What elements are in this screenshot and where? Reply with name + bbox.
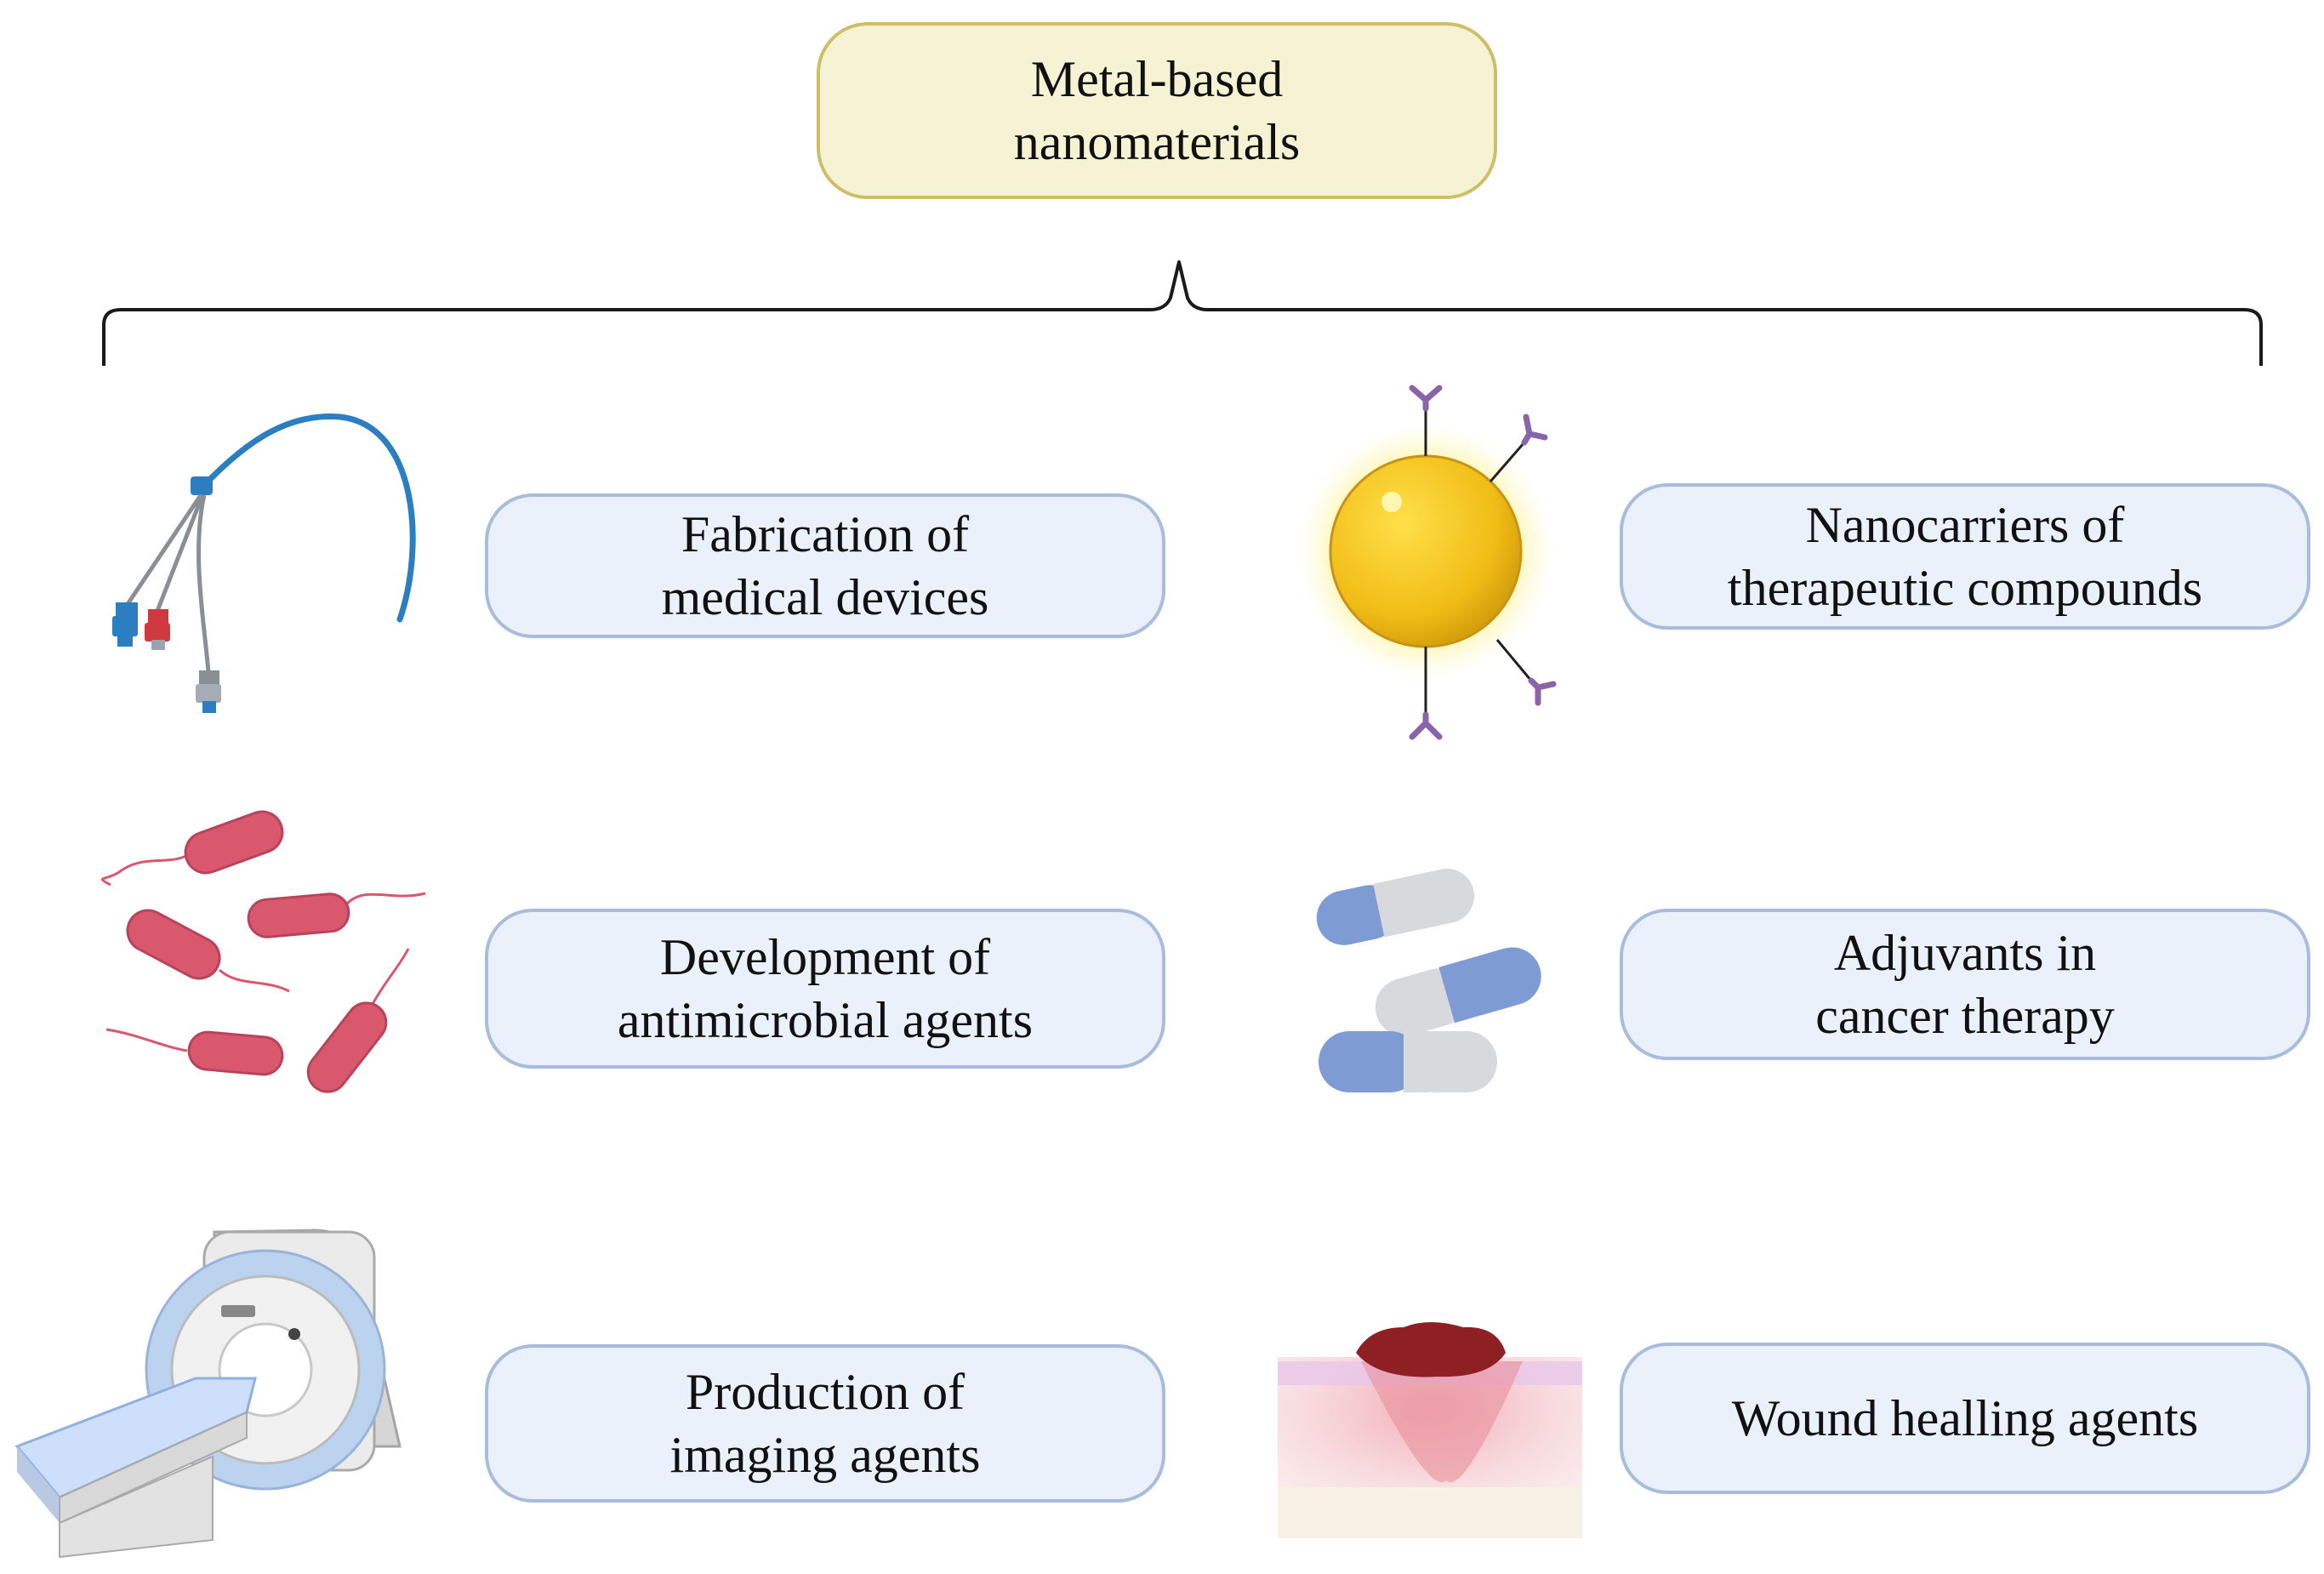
adjuvants-line-2: cancer therapy [1815, 988, 2115, 1044]
devices-line-2: medical devices [661, 569, 989, 625]
antimicrobial-line-1: Development of [659, 929, 991, 985]
devices-line-1: Fabrication of [681, 506, 970, 562]
root-node-box: Metal-based nanomaterials [817, 22, 1497, 199]
imaging-line-2: imaging agents [669, 1427, 981, 1483]
box-wound: Wound healling agents [1620, 1343, 2310, 1494]
root-line-1: Metal-based [1030, 51, 1284, 107]
wound-line-1: Wound healling agents [1731, 1390, 2199, 1446]
box-adjuvants: Adjuvants in cancer therapy [1620, 909, 2310, 1060]
box-nanocarriers: Nanocarriers of therapeutic compounds [1620, 483, 2310, 630]
box-imaging: Production of imaging agents [485, 1344, 1165, 1503]
adjuvants-line-1: Adjuvants in [1833, 925, 2097, 981]
box-antimicrobial: Development of antimicrobial agents [485, 909, 1165, 1069]
nanocarriers-line-1: Nanocarriers of [1805, 497, 2125, 553]
antimicrobial-line-2: antimicrobial agents [617, 992, 1034, 1048]
root-line-2: nanomaterials [1013, 114, 1301, 170]
imaging-line-1: Production of [685, 1364, 965, 1420]
nanocarriers-line-2: therapeutic compounds [1727, 560, 2203, 616]
box-devices: Fabrication of medical devices [485, 493, 1165, 638]
